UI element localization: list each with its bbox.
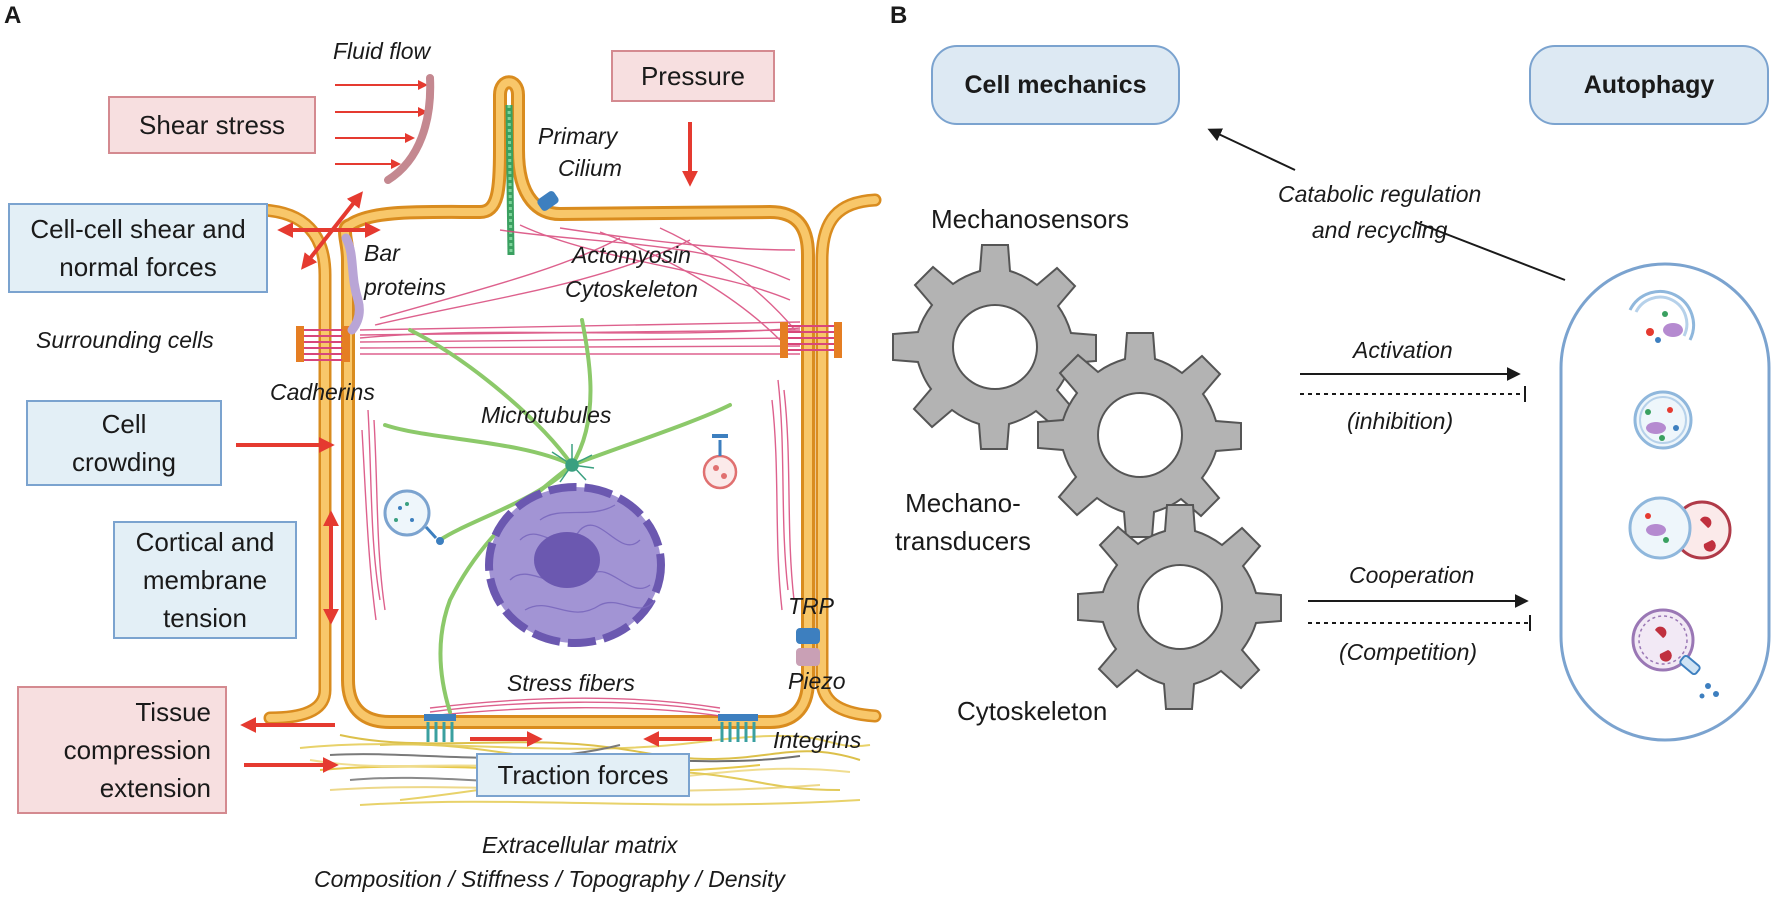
mechanotransducers-label: Mechano- transducers [895, 484, 1031, 560]
ecm-properties-label: Composition / Stiffness / Topography / D… [314, 866, 785, 892]
shear-stress-box: Shear stress [108, 96, 316, 154]
mechanosensors-label: Mechanosensors [931, 204, 1129, 234]
cortical-tension-line-1: Cortical and [135, 527, 275, 557]
force-arrows [236, 122, 712, 773]
tissue-compression-line-2: compression [63, 735, 211, 765]
autophagy-stage-phagophore [1628, 289, 1696, 343]
vesicle-left [383, 489, 444, 545]
microtubules-label: Microtubules [481, 402, 612, 428]
piezo-label: Piezo [788, 668, 846, 694]
traction-forces-box: Traction forces [476, 753, 690, 797]
nucleus [485, 483, 665, 647]
gear-mechanotransducers [1037, 332, 1242, 538]
fluid-flow-arrows [335, 80, 428, 169]
tissue-compression-line-3: extension [99, 773, 211, 803]
catabolic-line-2: and recycling [1311, 217, 1448, 243]
mechanotransducers-line-2: transducers [895, 526, 1031, 556]
autophagy-box: Autophagy [1529, 45, 1769, 125]
primary-cilium-line-1: Primary [538, 123, 618, 149]
catabolic-label: Catabolic regulation and recycling [1278, 176, 1481, 248]
actomyosin-label: Actomyosin Cytoskeleton [565, 238, 698, 306]
cadherin-junctions [296, 322, 842, 362]
panel-a-letter: A [4, 2, 22, 29]
cell-crowding-box: Cell crowding [26, 400, 222, 486]
stress-fibers-label: Stress fibers [507, 670, 635, 696]
panel-b-letter: B [890, 2, 908, 29]
integrins-label: Integrins [773, 727, 862, 753]
autophagy-stage-autophagosome [1633, 390, 1693, 450]
bar-proteins-line-2: proteins [364, 274, 446, 300]
vessel-wall [384, 74, 435, 184]
activation-label: Activation [1353, 337, 1453, 363]
pressure-box: Pressure [611, 50, 775, 102]
actomyosin-line-2: Cytoskeleton [565, 276, 698, 302]
ion-channels [796, 628, 820, 666]
cell-crowding-line-1: Cell [101, 409, 147, 439]
surrounding-cells-label: Surrounding cells [36, 327, 214, 353]
neighbor-cell-membranes [255, 193, 882, 725]
panel-b-arrows [1207, 128, 1566, 631]
autophagy-stage-fusion [1628, 496, 1732, 560]
cadherins-label: Cadherins [270, 379, 375, 405]
tissue-compression-line-1: Tissue [135, 697, 211, 727]
bar-proteins-line-1: Bar [364, 240, 400, 266]
cortical-tension-line-2: membrane [142, 565, 268, 595]
cytoskeleton-label: Cytoskeleton [957, 696, 1108, 726]
primary-cilium-line-2: Cilium [558, 155, 622, 181]
cortical-tension-box: Cortical and membrane tension [113, 521, 297, 639]
pressure-text: Pressure [640, 61, 746, 91]
cortical-tension-line-3: tension [163, 603, 247, 633]
fluid-flow-label: Fluid flow [333, 38, 431, 64]
tissue-compression-box: Tissue compression extension [17, 686, 227, 814]
gear-mechanosensors [892, 244, 1097, 450]
cell-mechanics-box: Cell mechanics [931, 45, 1180, 125]
cell-cell-shear-line-1: Cell-cell shear and [30, 214, 246, 244]
competition-label: (Competition) [1339, 639, 1478, 665]
ecm-title-label: Extracellular matrix [482, 832, 678, 858]
autophagy-stage-autolysosome [1631, 608, 1719, 699]
mechanotransducers-line-1: Mechano- [905, 488, 1021, 518]
catabolic-line-1: Catabolic regulation [1278, 181, 1482, 207]
bar-proteins-label: Bar proteins [364, 236, 446, 304]
centrosome [551, 444, 595, 483]
cell-crowding-line-2: crowding [71, 447, 177, 477]
cooperation-label: Cooperation [1349, 562, 1475, 588]
trp-label: TRP [788, 593, 834, 619]
actomyosin-line-1: Actomyosin [572, 242, 691, 268]
autophagy-text: Autophagy [1583, 70, 1715, 99]
primary-cilium-label: Primary Cilium [538, 120, 622, 184]
cell-cell-shear-line-2: normal forces [59, 252, 217, 282]
shear-stress-text: Shear stress [139, 110, 285, 140]
primary-cilium [505, 104, 559, 256]
integrin-clusters [424, 714, 758, 742]
inhibition-label: (inhibition) [1347, 408, 1454, 434]
vesicle-right [702, 434, 738, 490]
cell-cell-shear-box: Cell-cell shear and normal forces [8, 203, 268, 293]
main-cell-membrane [337, 75, 815, 729]
gear-cytoskeleton [1077, 504, 1282, 710]
traction-forces-text: Traction forces [497, 760, 669, 790]
microtubules [383, 318, 732, 714]
cell-mechanics-text: Cell mechanics [964, 70, 1147, 99]
